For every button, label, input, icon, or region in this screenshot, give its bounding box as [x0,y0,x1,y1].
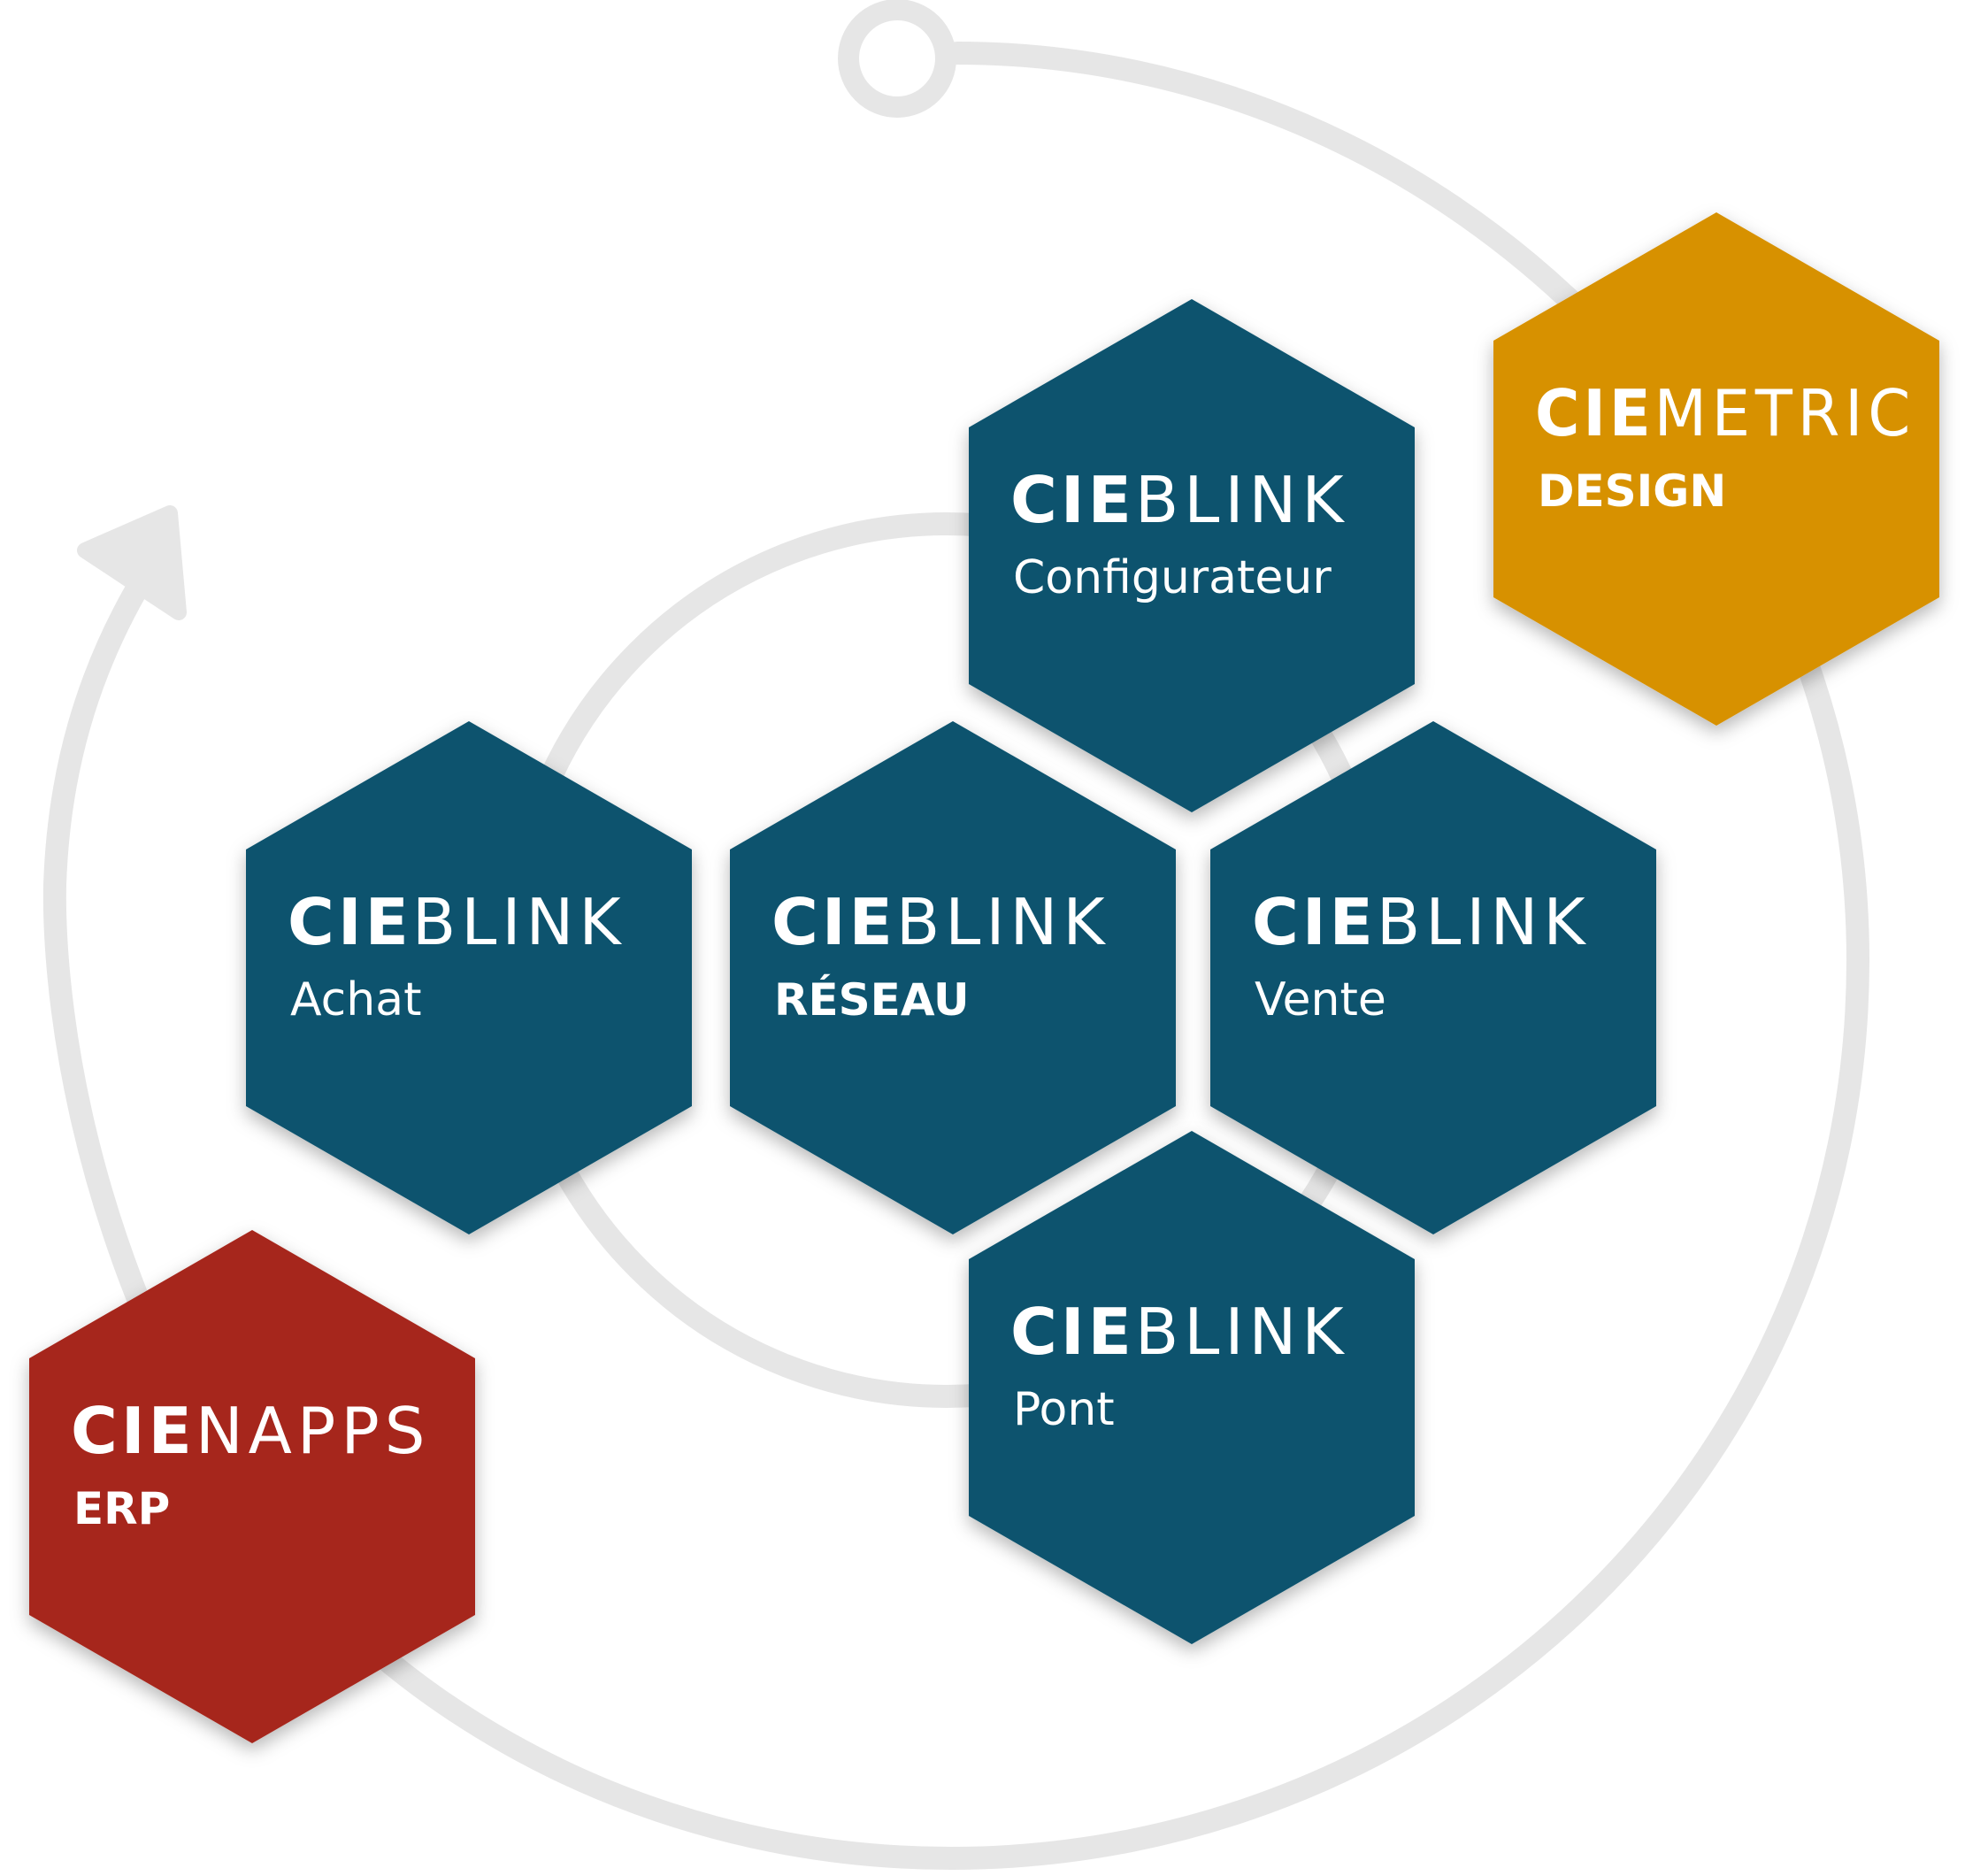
brand-prefix: CIE [1535,376,1654,450]
product-name: BLINK [896,885,1110,959]
brand-prefix: CIE [771,885,896,959]
product-name: BLINK [1377,885,1591,959]
product-name: METRIC [1654,376,1915,450]
product-name: BLINK [412,885,626,959]
module-hex-achat: CIEBLINK Achat [246,721,692,1234]
module-hex-vente: CIEBLINK Vente [1210,721,1656,1234]
module-hex-pont: CIEBLINK Pont [969,1131,1415,1644]
module-hex-metric: CIEMETRIC DESIGN [1493,212,1939,726]
module-subtitle-achat: Achat [290,973,421,1026]
hex-shape-pont [969,1131,1415,1644]
module-hex-reseau: CIEBLINK RÉSEAU [730,721,1176,1234]
module-title-configurateur: CIEBLINK [1010,463,1349,537]
module-subtitle-reseau: RÉSEAU [774,973,970,1026]
hex-shape-napps [29,1230,475,1743]
module-title-vente: CIEBLINK [1252,885,1591,959]
hex-shape-configurateur [969,299,1415,812]
brand-prefix: CIE [71,1394,196,1468]
module-hexagons: CIEBLINKConfigurateurCIEMETRICDESIGNCIEB… [29,212,1939,1743]
product-name: BLINK [1135,1295,1349,1369]
module-title-reseau: CIEBLINK [771,885,1110,959]
orbit-start-ring [838,0,956,118]
hex-shape-reseau [730,721,1176,1234]
orbit-arrowhead-icon [77,505,187,620]
module-hex-configurateur: CIEBLINK Configurateur [969,299,1415,812]
brand-prefix: CIE [1252,885,1377,959]
product-name: BLINK [1135,463,1349,537]
module-title-achat: CIEBLINK [288,885,626,959]
hex-shape-achat [246,721,692,1234]
brand-prefix: CIE [288,885,412,959]
module-subtitle-vente: Vente [1255,973,1386,1026]
module-title-pont: CIEBLINK [1010,1295,1349,1369]
module-hex-napps: CIENAPPS ERP [29,1230,475,1743]
module-subtitle-configurateur: Configurateur [1013,551,1332,604]
module-subtitle-napps: ERP [73,1483,170,1534]
product-name: NAPPS [196,1394,431,1468]
module-title-napps: CIENAPPS [71,1394,430,1468]
module-title-metric: CIEMETRIC [1535,376,1915,450]
brand-prefix: CIE [1010,463,1135,537]
module-subtitle-pont: Pont [1013,1383,1115,1436]
hex-shape-vente [1210,721,1656,1234]
brand-prefix: CIE [1010,1295,1135,1369]
module-subtitle-metric: DESIGN [1538,465,1726,517]
hex-shape-metric [1493,212,1939,726]
